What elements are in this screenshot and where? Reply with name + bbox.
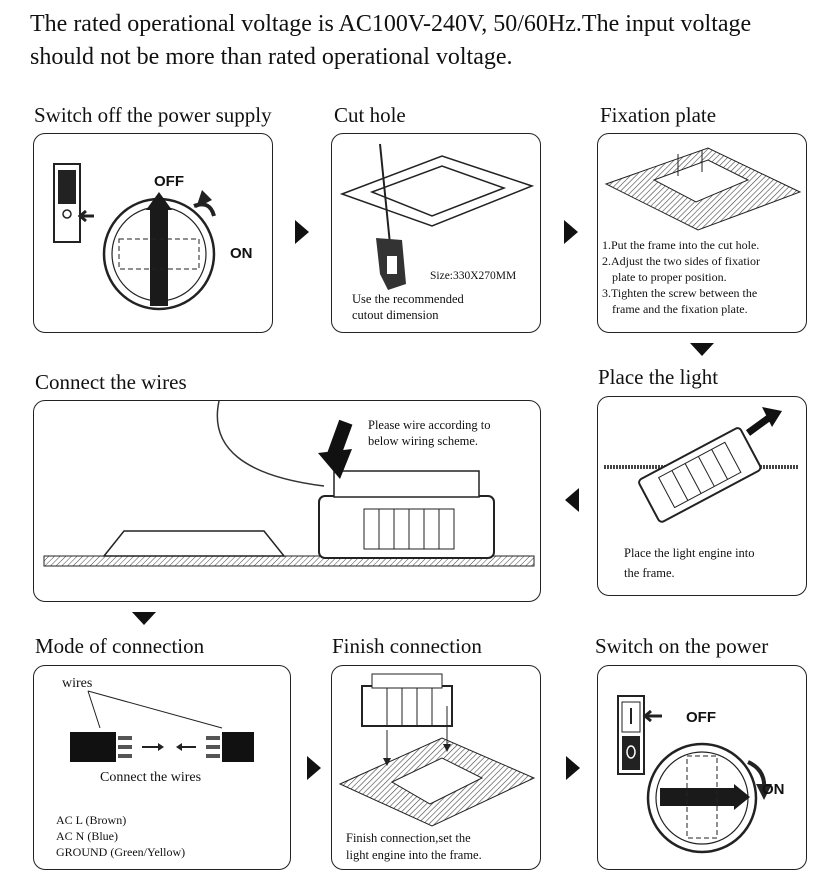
place-note-line2: the frame. — [624, 566, 675, 580]
flow-arrow-right-icon — [295, 220, 309, 244]
panel-connect-wires: Please wire according to below wiring sc… — [33, 400, 541, 602]
intro-text: The rated operational voltage is AC100V-… — [30, 11, 752, 70]
panel-place-light: Place the light engine into the frame. — [597, 396, 807, 596]
wire-connection-illustration — [70, 690, 254, 762]
legend-ac-l: AC L (Brown) — [56, 813, 127, 827]
flow-arrow-right-icon — [564, 220, 578, 244]
cut-note-line2: cutout dimension — [352, 308, 439, 322]
panel-switch-off: OFF ON — [33, 133, 273, 333]
connect-note-line2: below wiring scheme. — [368, 434, 479, 448]
connect-note-line1: Please wire according to — [368, 418, 491, 432]
flow-arrow-down-icon — [132, 612, 156, 625]
step-title-connect: Connect the wires — [35, 370, 187, 394]
flow-arrow-right-icon — [307, 756, 321, 780]
cut-size-label: Size:330X270MM — [430, 270, 517, 282]
step-title-switch-off: Switch off the power supply — [34, 103, 272, 127]
flow-arrow-right-icon — [566, 756, 580, 780]
off-label: OFF — [154, 173, 184, 190]
panel-finish-connection: Finish connection,set the light engine i… — [331, 665, 541, 870]
fixation-step-2: 2.Adjust the two sides of fixatior — [602, 254, 760, 268]
fixation-plate-illustration — [604, 147, 802, 231]
flow-arrow-down-icon — [690, 343, 714, 356]
legend-ac-n: AC N (Blue) — [56, 829, 118, 843]
place-note-line1: Place the light engine into — [624, 546, 755, 560]
connect-caption: Connect the wires — [100, 770, 202, 785]
panel-switch-on: OFF ON — [597, 665, 807, 870]
legend-ground: GROUND (Green/Yellow) — [56, 845, 186, 859]
cut-note-line1: Use the recommended — [352, 292, 464, 306]
place-light-illustration — [604, 407, 798, 523]
step-title-mode: Mode of connection — [35, 634, 205, 658]
fixation-step-3b: frame and the fixation plate. — [612, 302, 748, 316]
panel-fixation-plate: 1.Put the frame into the cut hole. 2.Adj… — [597, 133, 807, 333]
connect-wires-illustration — [43, 401, 535, 567]
flow-arrow-left-icon — [565, 488, 579, 512]
step-title-fixation: Fixation plate — [600, 103, 717, 127]
finish-note-line1: Finish connection,set the — [346, 831, 471, 845]
cut-hole-illustration — [339, 143, 535, 290]
on-label: ON — [230, 245, 253, 262]
switch-on-illustration — [617, 695, 772, 854]
panel-mode-of-connection: wires Connect the wires AC L (Brown) AC … — [33, 665, 291, 870]
panel-cut-hole: Size:330X270MM Use the recommended cutou… — [331, 133, 541, 333]
step-title-place-light: Place the light — [598, 365, 719, 389]
fixation-step-3: 3.Tighten the screw between the — [602, 286, 758, 300]
finish-connection-illustration — [338, 673, 536, 827]
off-label: OFF — [686, 709, 716, 726]
step-title-switch-on: Switch on the power — [595, 634, 769, 658]
fixation-step-2b: plate to proper position. — [612, 270, 727, 284]
finish-note-line2: light engine into the frame. — [346, 848, 482, 862]
on-label: ON — [762, 781, 785, 798]
step-title-finish: Finish connection — [332, 634, 482, 658]
wires-label: wires — [62, 676, 93, 691]
step-title-cut-hole: Cut hole — [334, 103, 406, 127]
switch-off-illustration — [53, 163, 216, 311]
fixation-step-1: 1.Put the frame into the cut hole. — [602, 238, 760, 252]
